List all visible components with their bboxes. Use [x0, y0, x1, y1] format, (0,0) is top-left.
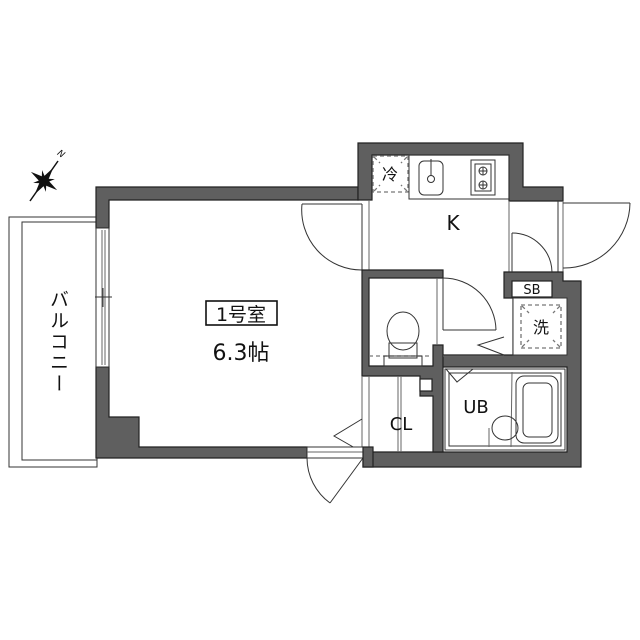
wall-segment [362, 446, 374, 468]
main-room-name: 1号室 [216, 304, 266, 326]
entrance-door[interactable] [562, 202, 631, 269]
unit-bath [444, 368, 566, 451]
shoe-box-label: SB [523, 283, 540, 298]
room-door[interactable] [301, 200, 370, 271]
bath-door[interactable] [445, 368, 474, 383]
main-room-label [205, 300, 278, 326]
compass-rose-icon [29, 160, 59, 202]
washroom-door[interactable] [476, 336, 505, 356]
balcony-label: バルコニー [47, 290, 69, 395]
toilet-door[interactable] [442, 277, 504, 357]
washer-space [512, 297, 568, 356]
kitchen-label: K [446, 211, 460, 235]
balcony-window [95, 227, 112, 368]
front-door[interactable] [306, 446, 364, 504]
fridge-space [372, 155, 409, 193]
kitchen-counter [408, 154, 510, 200]
compass-north-label: N [55, 149, 66, 161]
closet [361, 376, 402, 452]
washer-label: 洗 [533, 318, 549, 337]
main-room-size: 6.3帖 [213, 341, 270, 366]
shoe-box [511, 280, 553, 298]
fridge-label: 冷 [382, 165, 398, 184]
closet-label: CL [390, 414, 413, 435]
entrance-inner-door[interactable] [511, 232, 553, 273]
unit-bath-label: UB [463, 397, 489, 418]
pipe-shaft [419, 378, 433, 392]
